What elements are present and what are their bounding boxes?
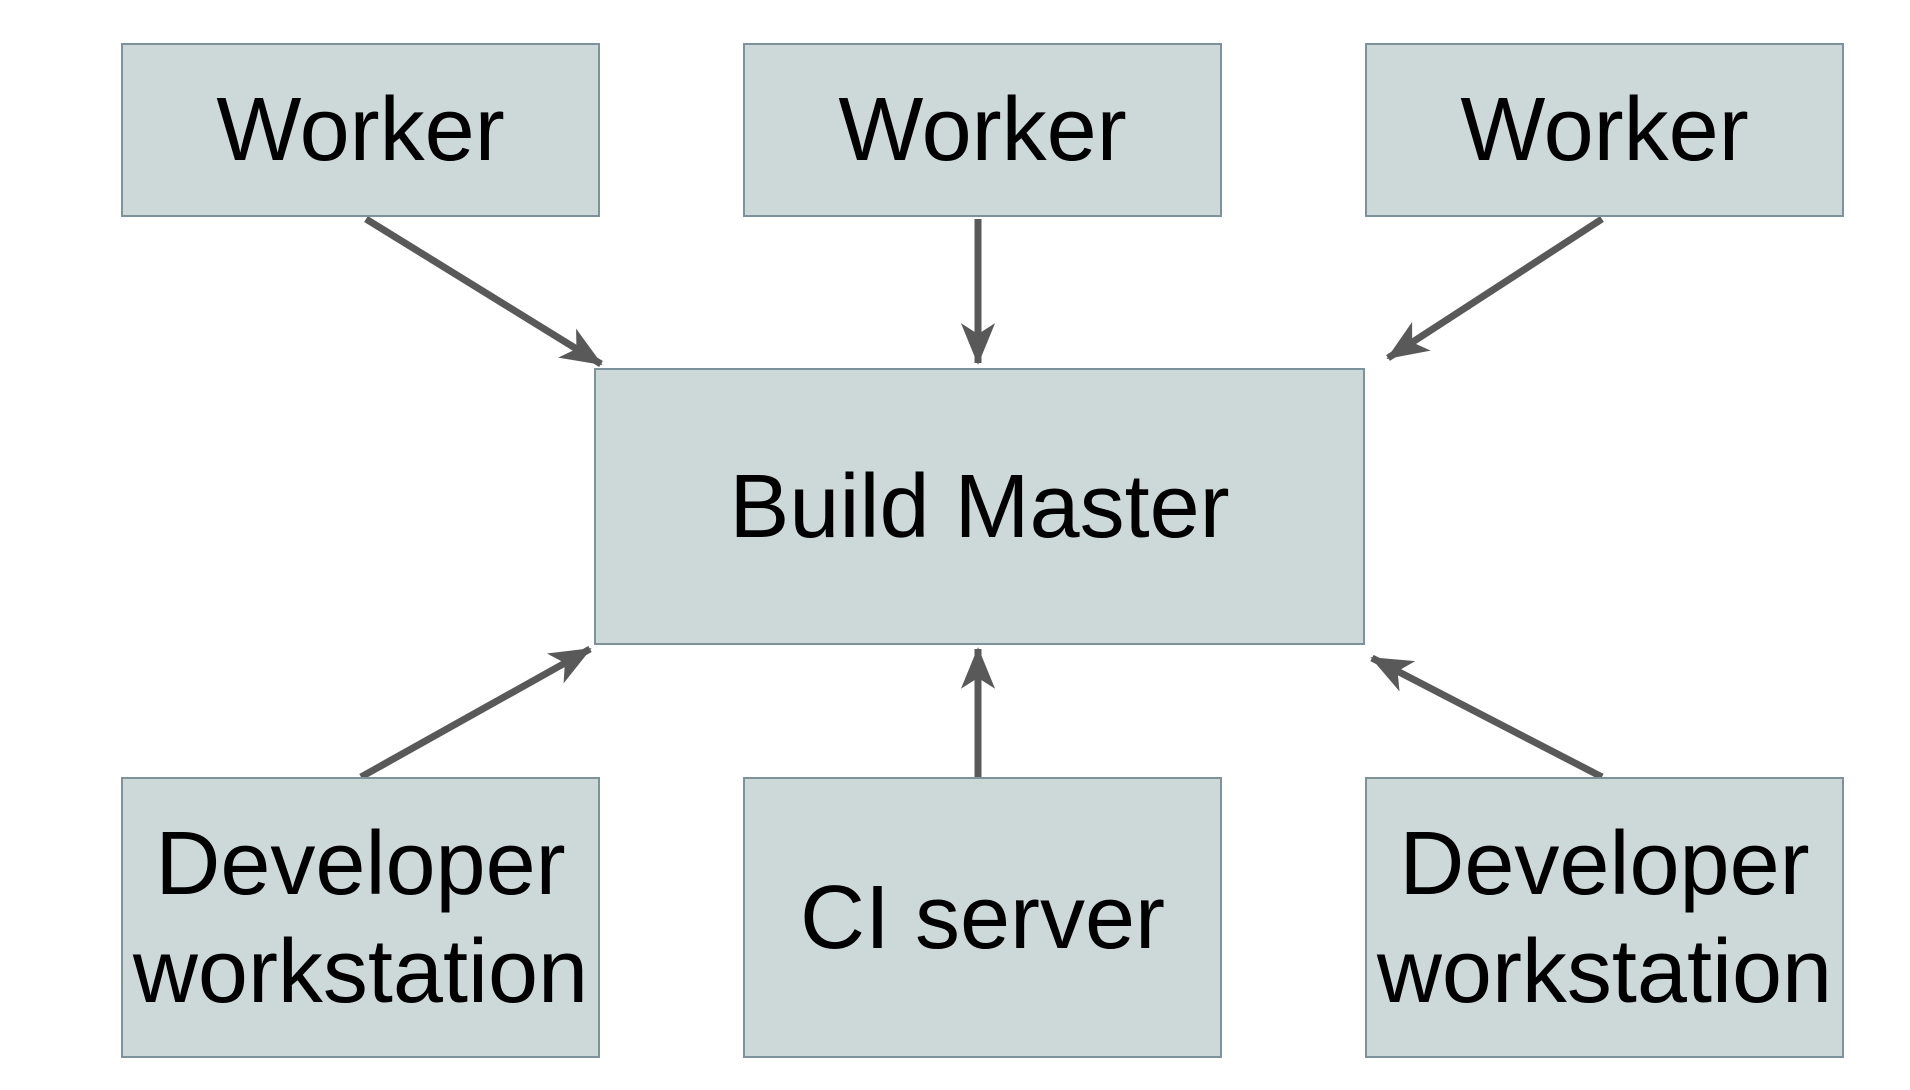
node-developer-workstation-left-label: Developer workstation [132, 813, 589, 1022]
node-worker-1: Worker [121, 43, 600, 217]
node-worker-2: Worker [743, 43, 1222, 217]
node-developer-workstation-left: Developer workstation [121, 777, 600, 1058]
node-build-master-label: Build Master [729, 456, 1230, 557]
node-worker-2-label: Worker [838, 80, 1127, 180]
node-developer-workstation-right-label: Developer workstation [1376, 813, 1833, 1022]
node-build-master: Build Master [594, 368, 1365, 645]
node-worker-1-label: Worker [216, 80, 505, 180]
node-worker-3-label: Worker [1460, 80, 1749, 180]
node-ci-server: CI server [743, 777, 1222, 1058]
arrow-dev-workstation-left-to-build-master [359, 645, 592, 781]
arrow-worker1-to-build-master [364, 216, 603, 367]
arrow-dev-workstation-right-to-build-master [1370, 654, 1604, 781]
node-worker-3: Worker [1365, 43, 1844, 217]
node-ci-server-label: CI server [799, 867, 1166, 968]
node-developer-workstation-right: Developer workstation [1365, 777, 1844, 1058]
arrow-worker3-to-build-master [1386, 216, 1604, 361]
